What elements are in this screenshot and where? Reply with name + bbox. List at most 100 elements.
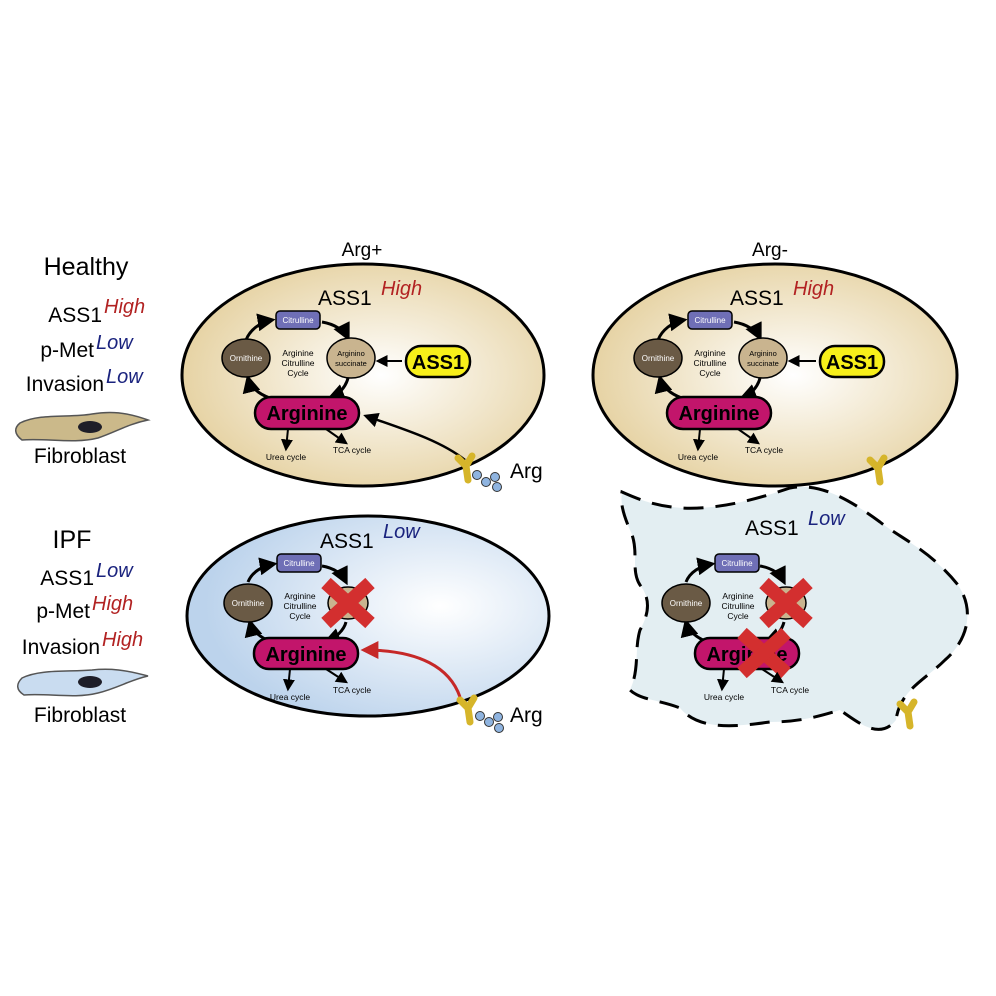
panel-ipf-arg-minus: ASS1 Low Citrulline Ornithine Arginine C… [620, 485, 969, 731]
ass1-enzyme-label: ASS1 [412, 352, 464, 374]
ipf-nucleus-icon [78, 676, 102, 688]
ornithine-label: Ornithine [642, 354, 675, 363]
to-tca-arrow [325, 428, 348, 445]
panel-ipf-arg-plus: ASS1 Low Citrulline Ornithine Arginine C… [185, 514, 551, 733]
column-arg-plus: Arg+ [342, 240, 383, 261]
citrulline-label: Citrulline [694, 316, 726, 325]
ipf-invasion-level: High [102, 629, 143, 651]
argininosuccinate-label-2: succinate [335, 359, 367, 368]
cycle-arrow-to-argsucc [321, 320, 350, 342]
to-tca-arrow [761, 668, 785, 684]
citrulline-label: Citrulline [283, 559, 315, 568]
panel-healthy-arg-plus: ASS1 High Citrulline Ornithine Arginine … [180, 262, 546, 492]
ipf-title: IPF [53, 526, 92, 554]
urea-cycle-label: Urea cycle [266, 452, 306, 462]
argininosuccinate-node [738, 337, 788, 379]
citrulline-label: Citrulline [721, 559, 753, 568]
argininosuccinate-node [326, 337, 376, 379]
ass1-low-sup: Low [383, 521, 421, 543]
healthy-nucleus-icon [78, 421, 102, 433]
ornithine-node [633, 338, 683, 378]
cycle-label-2: Citrulline [281, 358, 314, 368]
arg-particle [492, 482, 502, 492]
citrulline-label: Citrulline [282, 316, 314, 325]
to-tca-arrow [737, 428, 760, 445]
argininosuccinate-label-1: Arginino [337, 349, 365, 358]
ornithine-node [661, 583, 711, 623]
ornithine-node [221, 338, 271, 378]
ornithine-label: Ornithine [232, 599, 265, 608]
arg-extracellular-label: Arg [510, 704, 543, 727]
cycle-label-1: Arginine [284, 591, 315, 601]
arg-particle [484, 717, 494, 727]
cycle-arrow-to-citrulline [246, 557, 278, 583]
cycle-arrow-to-citrulline [684, 557, 716, 583]
arg-particle [494, 723, 504, 733]
ipf-invasion-label: Invasion [22, 636, 100, 659]
healthy-fibroblast-label: Fibroblast [34, 445, 126, 468]
ass1-high-label: ASS1 [318, 287, 372, 310]
ass1-low-sup: Low [808, 508, 846, 530]
arg-particle [490, 472, 500, 482]
ass1-high-label: ASS1 [730, 287, 784, 310]
arginine-label: Arginine [678, 403, 759, 425]
tca-cycle-label: TCA cycle [333, 445, 372, 455]
cycle-label-2: Citrulline [721, 601, 754, 611]
cycle-arrow-to-argsucc [733, 320, 762, 342]
cycle-label-2: Citrulline [693, 358, 726, 368]
ass1-low-label: ASS1 [320, 530, 374, 553]
arg-particle [472, 470, 482, 480]
to-tca-arrow [325, 668, 349, 684]
ass1-low-label: ASS1 [745, 517, 799, 540]
panel-healthy-arg-minus: ASS1 High Citrulline Ornithine Arginine … [591, 262, 959, 488]
citrulline-node [687, 310, 733, 330]
tca-cycle-label: TCA cycle [745, 445, 784, 455]
arginine-node [665, 395, 773, 431]
ornithine-label: Ornithine [670, 599, 703, 608]
cycle-arrow-to-citrulline [656, 313, 688, 341]
to-urea-arrow [716, 668, 729, 692]
ass1-enzyme-node [818, 344, 886, 379]
healthy-invasion-label: Invasion [26, 373, 104, 396]
to-urea-arrow [280, 428, 293, 452]
healthy-invasion-level: Low [106, 366, 144, 388]
ipf-fibroblast-label: Fibroblast [34, 704, 126, 727]
arg-uptake-arrow [363, 412, 466, 461]
ass1-high-sup: High [381, 278, 422, 300]
transporter-receptor-icon [900, 702, 914, 726]
argininosuccinate-label-1: Arginino [749, 349, 777, 358]
healthy-ass1-label: ASS1 [48, 304, 102, 327]
to-urea-arrow [692, 428, 705, 452]
arg-uptake-arrow-increased [360, 641, 462, 698]
citrulline-node [275, 310, 321, 330]
citrulline-node [714, 553, 760, 573]
healthy-ass1-level: High [104, 296, 145, 318]
ipf-ass1-level: Low [96, 560, 134, 582]
urea-cycle-label: Urea cycle [270, 692, 310, 702]
column-arg-minus: Arg- [752, 240, 788, 261]
ipf-invasive-cell-membrane [620, 485, 969, 731]
cycle-label-1: Arginine [694, 348, 725, 358]
ornithine-node [223, 583, 273, 623]
cycle-label-3: Cycle [287, 368, 309, 378]
ipf-pmet-level: High [92, 593, 133, 615]
cycle-label-3: Cycle [699, 368, 721, 378]
to-urea-arrow [282, 668, 295, 692]
cycle-arrow-to-argsucc [759, 564, 786, 586]
arg-particle [475, 711, 485, 721]
arg-particle [481, 477, 491, 487]
urea-cycle-label: Urea cycle [678, 452, 718, 462]
ass1-enzyme-node [404, 344, 472, 379]
arg-particle [493, 712, 503, 722]
tca-cycle-label: TCA cycle [333, 685, 372, 695]
argininosuccinate-label-2: succinate [747, 359, 779, 368]
cycle-arrow-to-citrulline [244, 313, 276, 341]
cycle-label-2: Citrulline [283, 601, 316, 611]
arginine-node [252, 636, 360, 671]
ipf-ass1-label: ASS1 [40, 567, 94, 590]
healthy-pmet-level: Low [96, 332, 134, 354]
cycle-label-3: Cycle [727, 611, 749, 621]
arginine-label: Arginine [265, 644, 346, 666]
urea-cycle-label: Urea cycle [704, 692, 744, 702]
